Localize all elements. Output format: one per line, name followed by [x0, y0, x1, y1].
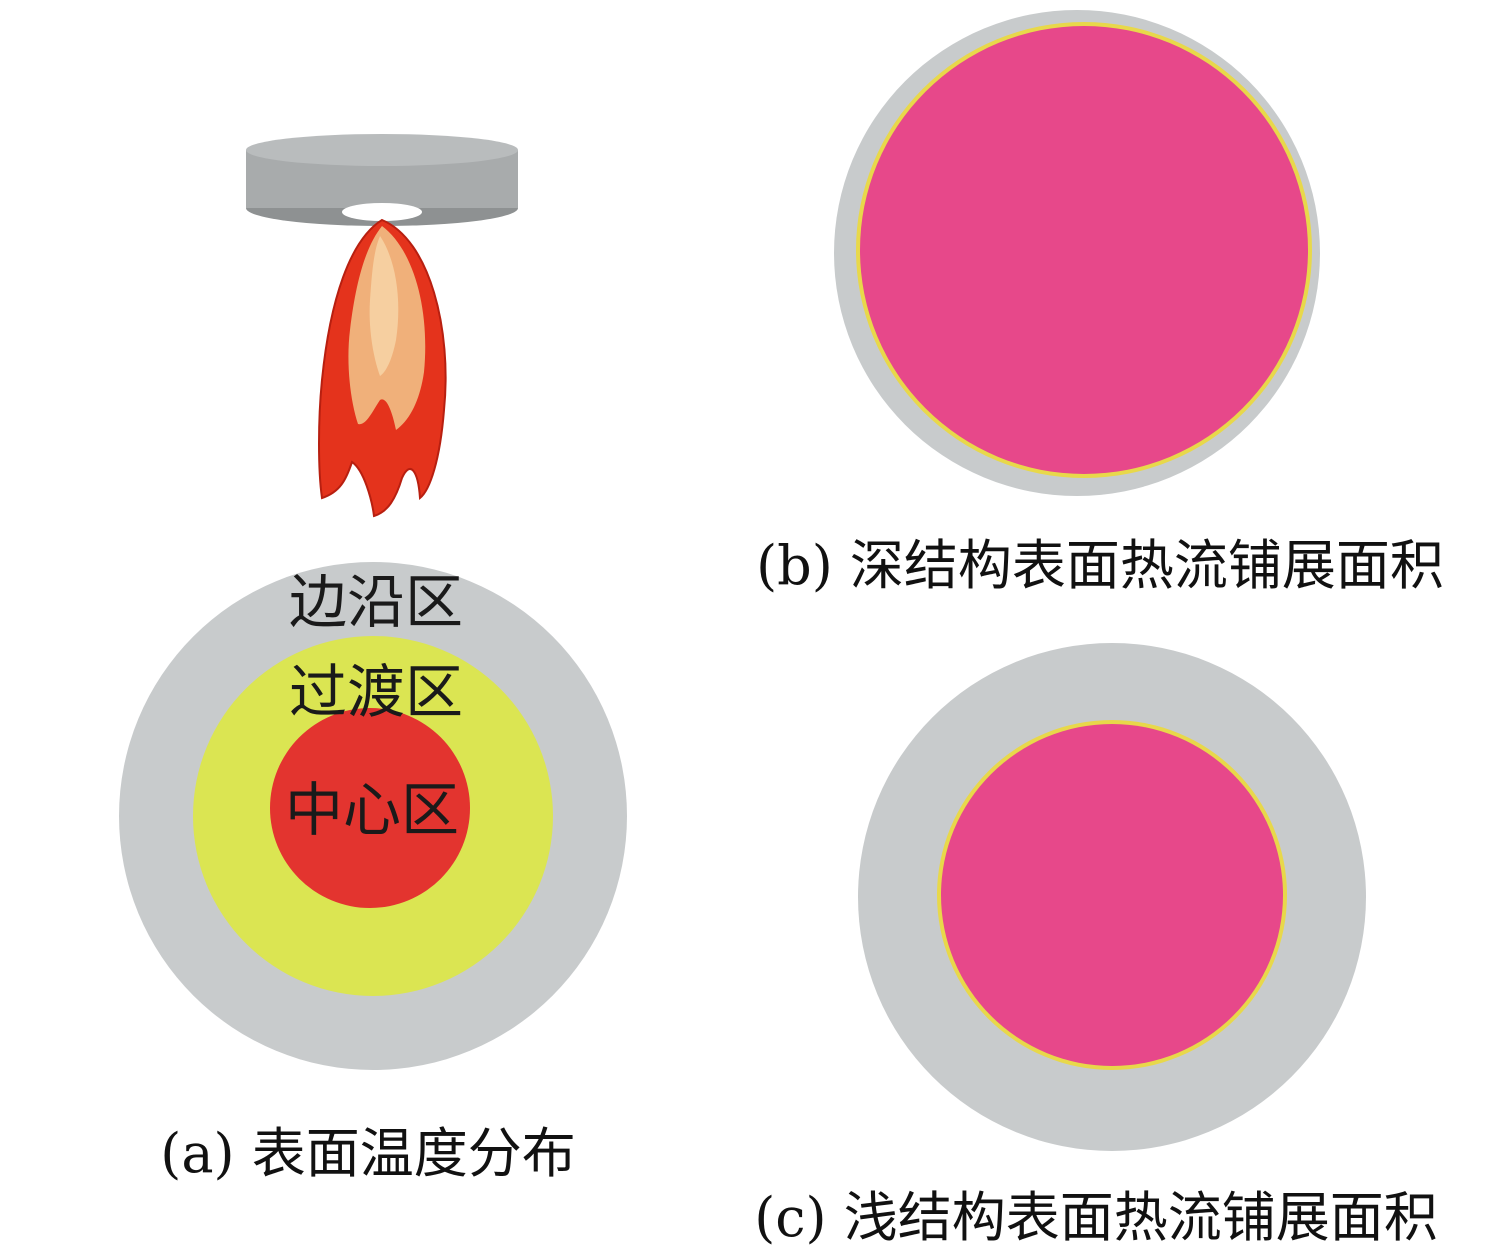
center-zone-label: 中心区: [285, 776, 459, 844]
panel-a: 边沿区 过渡区 中心区 (a) 表面温度分布: [119, 134, 627, 1185]
edge-zone-label: 边沿区: [289, 568, 463, 636]
panel-c-caption: (c) 浅结构表面热流铺展面积: [754, 1186, 1438, 1249]
center-zone: [270, 708, 470, 908]
panel-a-caption: (a) 表面温度分布: [160, 1122, 576, 1185]
panel-c: (c) 浅结构表面热流铺展面积: [754, 643, 1438, 1249]
panel-b: (b) 深结构表面热流铺展面积: [756, 10, 1444, 597]
nozzle-icon: [246, 134, 518, 226]
panel-b-caption: (b) 深结构表面热流铺展面积: [756, 534, 1444, 597]
flame-icon: [318, 218, 447, 518]
deep-heat-spread: [860, 26, 1308, 474]
transition-zone-label: 过渡区: [289, 658, 463, 726]
shallow-heat-spread: [941, 724, 1283, 1066]
